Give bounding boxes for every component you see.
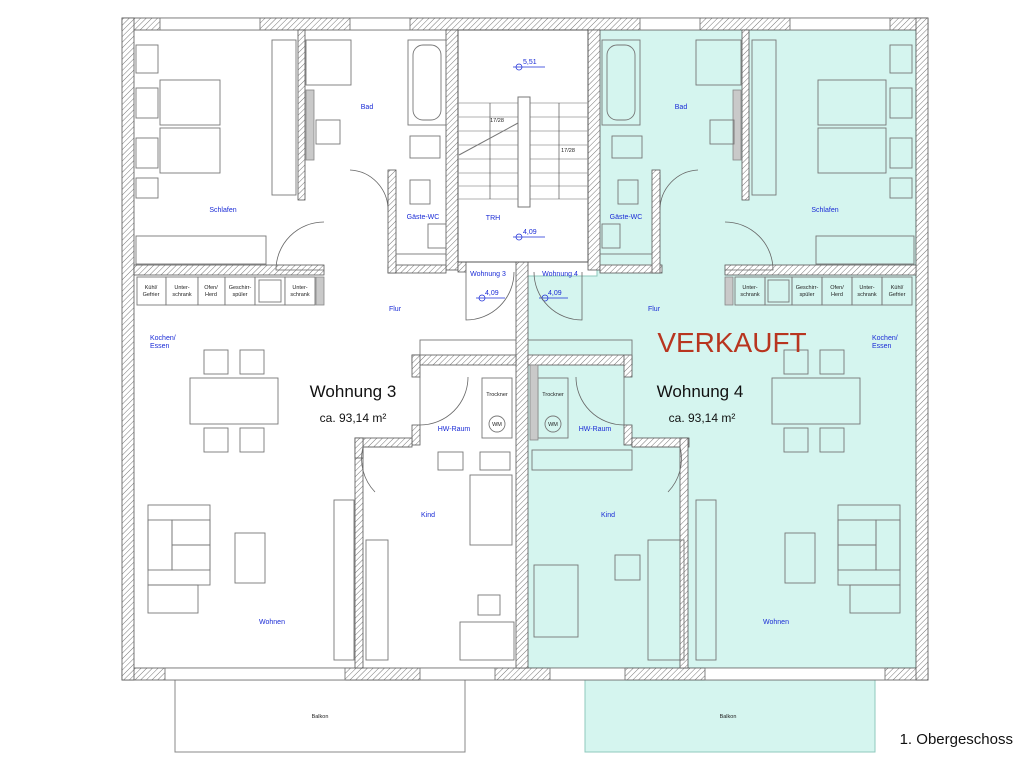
kitchen-unit-label: Unter-: [859, 285, 874, 291]
kitchen-unit-label: Kühl/: [891, 285, 904, 291]
room-label-wohnen: Wohnen: [763, 619, 789, 626]
room-label-hw-raum: HW-Raum: [438, 426, 471, 433]
room-label-essen: Essen: [150, 343, 170, 350]
floor-title: 1. Obergeschoss: [900, 731, 1013, 748]
kitchen-unit-label: Herd: [205, 292, 217, 298]
room-label-hw-raum: HW-Raum: [579, 426, 612, 433]
room-label-kind: Kind: [421, 512, 435, 519]
dryer-label: Trockner: [542, 392, 564, 398]
level-wohnung-3-entry: 4,09: [485, 290, 499, 297]
furniture-wohnung-3: [135, 39, 517, 661]
room-label-flur: Flur: [389, 306, 402, 313]
staircase: [457, 29, 589, 263]
kitchen-unit-label: schrank: [172, 292, 192, 298]
level-wohnung-4-entry: 4,09: [548, 290, 562, 297]
room-label-balkon: Balkon: [720, 714, 737, 720]
furniture-wohnung-4: [527, 39, 915, 661]
room-label-trh: TRH: [486, 215, 500, 222]
room-label-gaeste-wc: Gäste-WC: [407, 214, 440, 221]
room-label-kochen: Kochen/: [872, 335, 898, 342]
kitchen-unit-label: Unter-: [292, 285, 307, 291]
door-label-wohnung-4: Wohnung 4: [542, 271, 578, 278]
sold-label: VERKAUFT: [657, 327, 806, 358]
kitchen-unit-label: spüler: [233, 292, 248, 298]
apartment-name: Wohnung 3: [310, 382, 397, 401]
kitchen-unit-label: Herd: [831, 292, 843, 298]
room-label-balkon: Balkon: [312, 714, 329, 720]
kitchen-counter-wohnung-4: [734, 276, 913, 306]
room-label-schlafen: Schlafen: [811, 207, 838, 214]
level-landing: 4,09: [523, 229, 537, 236]
kitchen-unit-label: Kühl/: [145, 285, 158, 291]
room-label-essen: Essen: [872, 343, 892, 350]
room-label-kind: Kind: [601, 512, 615, 519]
room-label-schlafen: Schlafen: [209, 207, 236, 214]
kitchen-unit-label: spüler: [800, 292, 815, 298]
kitchen-unit-label: schrank: [857, 292, 877, 298]
kitchen-unit-label: schrank: [290, 292, 310, 298]
washer-label: WM: [492, 422, 502, 428]
room-label-gaeste-wc: Gäste-WC: [610, 214, 643, 221]
kitchen-unit-label: Ofen/: [204, 285, 218, 291]
dryer-label: Trockner: [486, 392, 508, 398]
kitchen-unit-label: Geschirr-: [796, 285, 819, 291]
step-dimension-right: 17/28: [561, 148, 575, 154]
door-label-wohnung-3: Wohnung 3: [470, 271, 506, 278]
room-label-bad: Bad: [675, 104, 688, 111]
kitchen-unit-label: Geschirr-: [229, 285, 252, 291]
doors: [275, 169, 774, 493]
washer-label: WM: [548, 422, 558, 428]
kitchen-unit-label: schrank: [740, 292, 760, 298]
kitchen-counter-wohnung-3: [136, 276, 316, 306]
room-label-flur: Flur: [648, 306, 661, 313]
windows: [159, 17, 891, 681]
step-dimension-left: 17/28: [490, 118, 504, 124]
apartment-name: Wohnung 4: [657, 382, 744, 401]
kitchen-unit-label: Ofen/: [830, 285, 844, 291]
sold-overlay: [519, 29, 917, 753]
room-label-bad: Bad: [361, 104, 374, 111]
kitchen-unit-label: Gefrier: [889, 292, 906, 298]
level-top: 5,51: [523, 59, 537, 66]
kitchen-unit-label: Unter-: [742, 285, 757, 291]
kitchen-unit-label: Unter-: [174, 285, 189, 291]
room-label-kochen: Kochen/: [150, 335, 176, 342]
apartment-area: ca. 93,14 m²: [669, 411, 736, 425]
room-label-wohnen: Wohnen: [259, 619, 285, 626]
kitchen-unit-label: Gefrier: [143, 292, 160, 298]
apartment-area: ca. 93,14 m²: [320, 411, 387, 425]
